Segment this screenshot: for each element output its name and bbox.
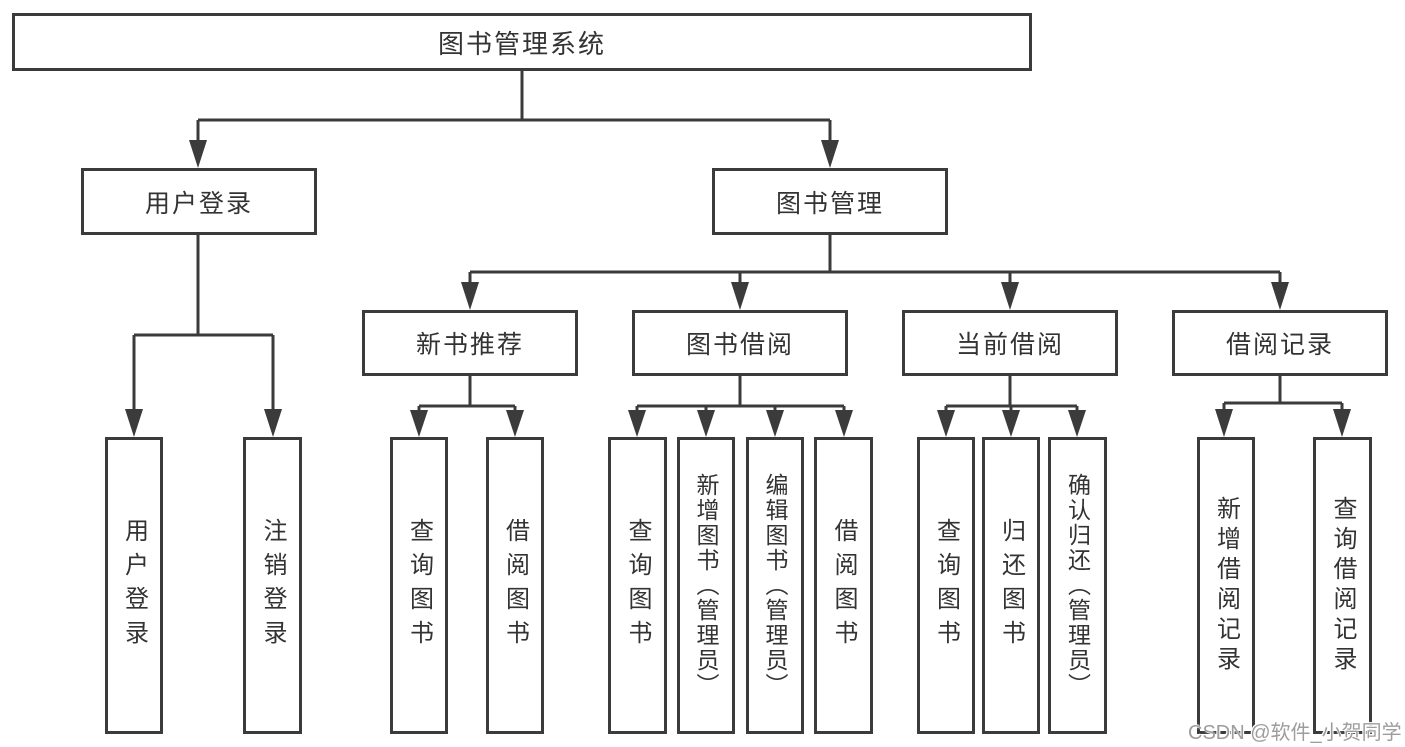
arrowhead [697, 410, 715, 437]
leaf-borrow-borrow-books-label: 借阅图书 [830, 517, 857, 654]
leaf-recommend-query-books: 查询图书 [390, 437, 448, 734]
node-borrowing-records: 借阅记录 [1172, 310, 1388, 376]
arrowhead [1001, 282, 1019, 310]
node-root-label: 图书管理系统 [437, 28, 606, 59]
leaf-user-login: 用户登录 [105, 437, 163, 734]
leaf-borrow-edit-books-admin: 编辑图书（管理员） [746, 437, 804, 734]
arrowhead [189, 140, 207, 168]
watermark: CSDN @软件_小贺同学 [1188, 722, 1402, 744]
leaf-logout: 注销登录 [243, 437, 302, 734]
node-root: 图书管理系统 [12, 13, 1032, 71]
leaf-records-query-record: 查询借阅记录 [1313, 437, 1372, 734]
leaf-user-login-label: 用户登录 [120, 517, 148, 654]
leaf-current-query-books: 查询图书 [917, 437, 975, 734]
arrowhead [506, 410, 524, 437]
arrowhead [731, 282, 749, 310]
leaf-logout-label: 注销登录 [259, 517, 286, 654]
leaf-recommend-query-books-label: 查询图书 [405, 517, 433, 654]
arrowhead [125, 409, 143, 437]
arrowhead [1271, 282, 1289, 310]
leaf-borrow-add-books-admin-label: 新增图书（管理员） [693, 473, 719, 698]
node-book-management: 图书管理 [712, 168, 948, 235]
arrowhead [835, 410, 853, 437]
leaf-borrow-add-books-admin: 新增图书（管理员） [677, 437, 735, 734]
leaf-records-add-record: 新增借阅记录 [1197, 437, 1255, 734]
arrowhead [1068, 410, 1086, 437]
arrowhead [264, 409, 282, 437]
leaf-current-confirm-return-admin: 确认归还（管理员） [1048, 437, 1107, 734]
node-user-login: 用户登录 [81, 168, 317, 235]
leaf-recommend-borrow-books: 借阅图书 [486, 437, 544, 734]
leaf-recommend-borrow-books-label: 借阅图书 [501, 517, 529, 654]
arrowhead [821, 140, 839, 168]
leaf-records-add-record-label: 新增借阅记录 [1212, 495, 1240, 676]
arrowhead [937, 410, 955, 437]
node-book-management-label: 图书管理 [775, 189, 884, 218]
node-current-borrowing-label: 当前借阅 [955, 331, 1064, 359]
node-borrowing-records-label: 借阅记录 [1225, 331, 1334, 359]
arrowhead [766, 410, 784, 437]
node-new-book-recommendation: 新书推荐 [362, 310, 578, 376]
leaf-borrow-borrow-books: 借阅图书 [814, 437, 873, 734]
arrowhead [1215, 409, 1233, 437]
arrowhead [1333, 409, 1351, 437]
leaf-borrow-query-books: 查询图书 [608, 437, 667, 734]
node-book-borrowing: 图书借阅 [632, 310, 848, 376]
leaf-borrow-query-books-label: 查询图书 [624, 517, 651, 654]
leaf-current-return-books-label: 归还图书 [997, 517, 1025, 654]
node-user-login-label: 用户登录 [144, 189, 253, 218]
leaf-borrow-edit-books-admin-label: 编辑图书（管理员） [762, 473, 788, 698]
arrowhead [628, 410, 646, 437]
arrowhead [410, 410, 428, 437]
leaf-current-query-books-label: 查询图书 [932, 517, 960, 654]
node-current-borrowing: 当前借阅 [902, 310, 1118, 376]
arrowhead [461, 282, 479, 310]
node-book-borrowing-label: 图书借阅 [685, 331, 794, 359]
leaf-current-confirm-return-admin-label: 确认归还（管理员） [1064, 473, 1091, 698]
arrowhead [1002, 410, 1020, 437]
leaf-current-return-books: 归还图书 [982, 437, 1040, 734]
leaf-records-query-record-label: 查询借阅记录 [1329, 495, 1356, 676]
node-new-book-recommendation-label: 新书推荐 [415, 331, 524, 359]
